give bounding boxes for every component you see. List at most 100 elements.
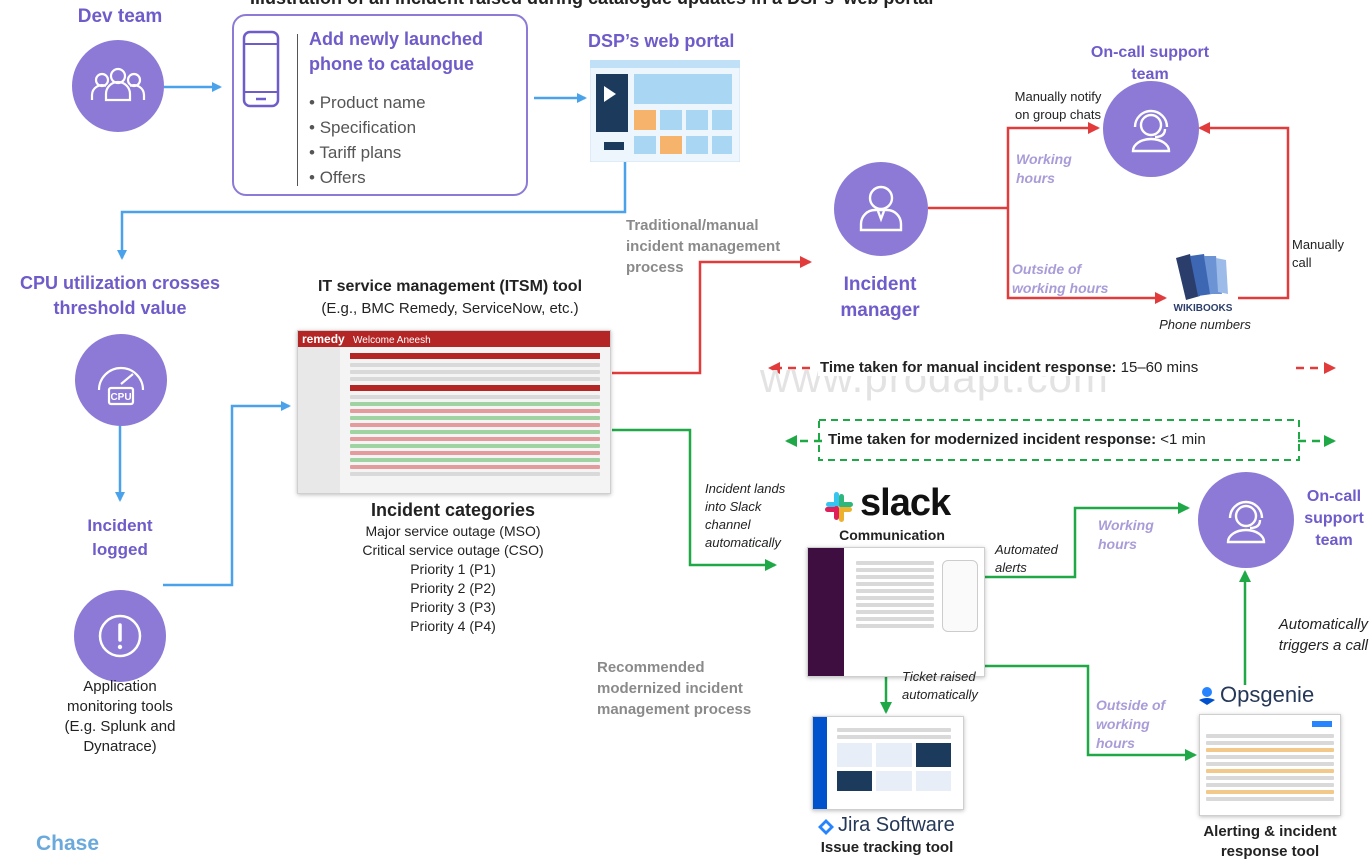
monitoring-tools-text: Application monitoring tools (E.g. Splun… (35, 677, 205, 757)
traditional-line: process (626, 259, 684, 276)
jira-caption: Issue tracking tool (820, 839, 954, 856)
ticket-raised-line1: Ticket raised (902, 669, 976, 684)
headset-icon (1226, 500, 1266, 544)
recommended-line: management process (597, 701, 752, 718)
traditional-line: Traditional/manual (626, 217, 759, 234)
modern-time-text: Time taken for modernized incident respo… (826, 431, 1208, 448)
arrow-call-to-oncall (1198, 122, 1290, 300)
slack-screenshot (807, 547, 985, 677)
catalogue-box (232, 14, 528, 196)
ticket-raised-line2: automatically (902, 687, 978, 702)
jira-logo-text: Jira Software (838, 814, 955, 836)
catalogue-item: • Specification (309, 118, 417, 137)
itsm-subtitle: (E.g., BMC Remedy, ServiceNow, etc.) (321, 300, 579, 317)
modern-time-value: <1 min (1160, 431, 1206, 448)
cpu-label-line1: CPU utilization crosses (19, 273, 221, 293)
recommended-process-text: Recommended modernized incident manageme… (597, 657, 751, 720)
category-item: Major service outage (MSO) (365, 523, 541, 539)
remedy-logo: remedy (302, 332, 345, 346)
manual-time-value: 15–60 mins (1120, 359, 1199, 376)
monitoring-line: Dynatrace) (83, 738, 157, 755)
itsm-app-title: Welcome Aneesh (353, 335, 431, 346)
category-item: Priority 4 (P4) (410, 618, 496, 634)
monitoring-line: monitoring tools (67, 698, 173, 715)
auto-call-line1: Automatically (1278, 616, 1368, 633)
recommended-line: modernized incident (597, 680, 743, 697)
lands-slack-line: automatically (705, 535, 781, 550)
slack-logo-icon (825, 492, 853, 522)
incident-manager-label: Incident manager (820, 272, 940, 324)
outside-hours-2-line2: working (1096, 716, 1150, 732)
webpage-icon (590, 60, 740, 162)
dev-team-label: Dev team (77, 6, 163, 27)
monitoring-line: Application (83, 678, 157, 695)
incident-logged-line1: Incident (87, 516, 153, 535)
dev-team-circle (72, 40, 164, 132)
oncall-bottom-circle (1198, 472, 1294, 568)
jira-diamond-icon (818, 819, 834, 835)
cpu-circle: CPU (75, 334, 167, 426)
automated-alerts-line1: Automated (995, 542, 1058, 557)
incident-manager-line1: Incident (843, 274, 917, 295)
exclamation-icon (98, 614, 142, 658)
incident-logged-circle (74, 590, 166, 682)
web-portal-label: DSP’s web portal (588, 31, 735, 51)
slack-logo-text: slack (860, 482, 951, 524)
working-hours-2-line2: hours (1098, 536, 1137, 552)
oncall-top-circle (1103, 81, 1199, 177)
catalogue-item: • Product name (309, 93, 426, 112)
incident-lands-slack-text: Incident lands into Slack channel automa… (705, 480, 785, 552)
category-item: Critical service outage (CSO) (362, 542, 544, 558)
jira-screenshot (812, 716, 964, 810)
category-item: Priority 2 (P2) (410, 580, 496, 596)
arrow-logged-to-itsm (163, 401, 291, 587)
opsgenie-logo-text: Opsgenie (1220, 682, 1315, 707)
outside-hours-2-line1: Outside of (1096, 697, 1166, 713)
outside-hours-bottom: Outside of working hours (1096, 696, 1165, 753)
outside-hours-line1: Outside of (1012, 261, 1082, 277)
wikibooks-logo-icon: WIKIBOOKS (1172, 254, 1234, 314)
person-icon (859, 185, 903, 232)
outside-hours-top: Outside of working hours (1012, 260, 1108, 298)
diagram-title: Illustration of an incident raised durin… (250, 0, 1150, 9)
arrow-itsm-to-slack (612, 428, 777, 571)
oncall-top-label: On-call support team (1070, 42, 1230, 86)
oncall-bottom-label: On-call support team (1296, 486, 1372, 552)
incident-logged-label: Incident logged (60, 514, 180, 562)
oncall-top-line2: team (1131, 66, 1169, 83)
wikibooks-logo-text: WIKIBOOKS (1174, 303, 1233, 314)
oncall-bottom-line3: team (1315, 532, 1353, 549)
outside-hours-2-line3: hours (1096, 735, 1135, 751)
incident-categories-list: Major service outage (MSO) Critical serv… (297, 522, 609, 636)
catalogue-item: • Offers (309, 168, 366, 187)
ticket-raised-text: Ticket raised automatically (902, 668, 978, 704)
lands-slack-line: Incident lands (705, 481, 786, 496)
outside-hours-line2: working hours (1012, 280, 1109, 296)
itsm-table (344, 353, 606, 479)
lands-slack-line: channel (705, 517, 751, 532)
itsm-sidebar (298, 347, 340, 493)
oncall-top-line1: On-call support (1090, 44, 1210, 61)
incident-manager-circle (834, 162, 928, 256)
oncall-bottom-line2: support (1304, 510, 1364, 527)
itsm-screenshot: remedy Welcome Aneesh (297, 330, 611, 494)
opsgenie-person-icon (1199, 687, 1215, 705)
auto-call-line2: triggers a call (1278, 637, 1368, 654)
modern-time-label: Time taken for modernized incident respo… (828, 431, 1157, 448)
catalogue-divider (297, 34, 298, 186)
recommended-line: Recommended (597, 659, 705, 676)
people-icon (90, 67, 146, 102)
modern-time-dashed-box (818, 419, 1300, 461)
arrow-to-phonebook (1006, 208, 1167, 304)
itsm-title: IT service management (ITSM) tool (317, 278, 583, 295)
manually-call-text: Manually call (1292, 236, 1344, 272)
working-hours-top: Working hours (1016, 150, 1072, 188)
arrow-slack-to-oncall (985, 502, 1190, 579)
opsgenie-screenshot (1199, 714, 1341, 816)
arrow-slack-to-opsgenie (985, 664, 1197, 761)
category-item: Priority 1 (P1) (410, 561, 496, 577)
manually-notify-text: Manually notify on group chats (1012, 88, 1104, 124)
incident-logged-line2: logged (92, 540, 148, 559)
catalogue-item: • Tariff plans (309, 143, 402, 162)
